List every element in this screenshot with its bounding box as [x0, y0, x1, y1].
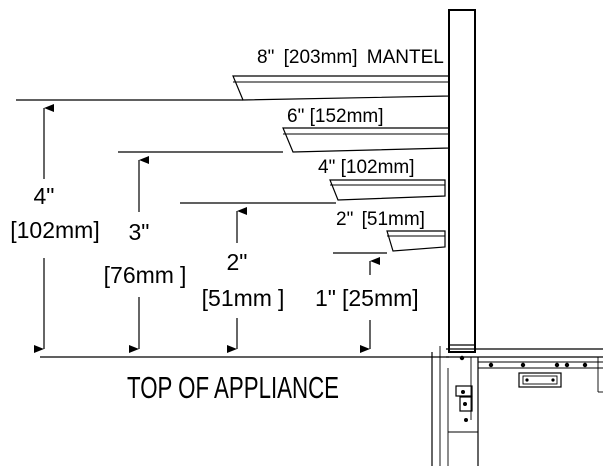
wall: [448, 9, 476, 353]
appliance-top: [431, 346, 603, 466]
clearance-label-4in: 4" [102mm]: [10, 183, 99, 243]
mantel-label-4in: 4" [102mm]: [318, 157, 415, 178]
svg-text:2": 2": [227, 249, 248, 275]
svg-text:3": 3": [129, 219, 150, 245]
mantel-4in: [329, 179, 446, 201]
top-of-appliance-label: TOP OF APPLIANCE: [127, 370, 339, 405]
mantel-6in: [282, 127, 450, 153]
mantel-label-2in: 2" [51mm]: [336, 209, 425, 230]
svg-text:1"[25mm]: 1"[25mm]: [315, 285, 419, 311]
svg-text:[76mm]: [76mm]: [104, 262, 187, 288]
mantel-8in: [232, 75, 450, 101]
extension-lines: [16, 99, 449, 358]
mantel-label-8in: 8" [203mm] MANTEL: [257, 47, 444, 68]
svg-text:4": 4": [34, 183, 55, 209]
clearance-label-2in: 2" [51mm]: [202, 249, 285, 311]
clearance-label-3in: 3" [76mm]: [104, 219, 187, 288]
clearance-label-1in: 1"[25mm]: [315, 285, 419, 311]
svg-text:[102mm]: [102mm]: [10, 217, 99, 243]
svg-text:[51mm]: [51mm]: [202, 285, 285, 311]
mantel-label-6in: 6" [152mm]: [287, 106, 384, 127]
mantel-2in: [386, 230, 446, 252]
dimension-arrows: [34, 104, 380, 353]
